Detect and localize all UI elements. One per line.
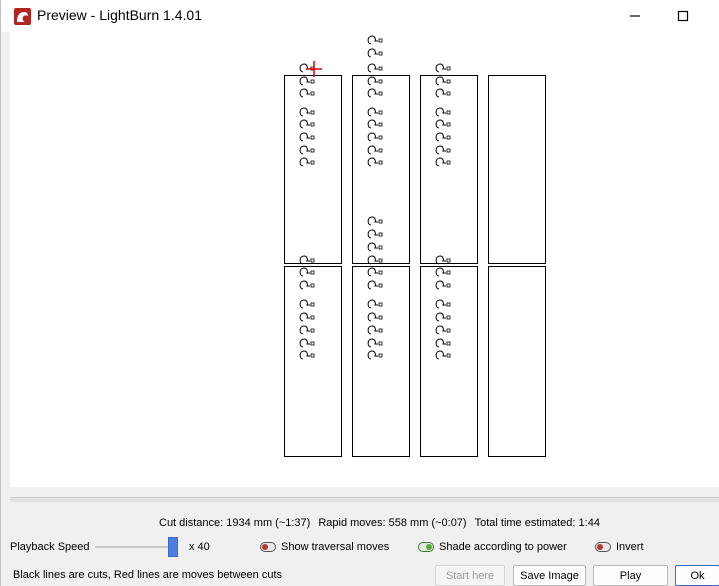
start-here-button[interactable]: Start here bbox=[435, 565, 505, 586]
col2-hook-18 bbox=[367, 312, 383, 322]
col2-hook-20 bbox=[367, 338, 383, 348]
col1-hook-14 bbox=[299, 325, 315, 335]
col3-hook-14 bbox=[435, 325, 451, 335]
col2-hook-13 bbox=[367, 242, 383, 252]
col2-hook-5 bbox=[367, 88, 383, 98]
legend-note: Black lines are cuts, Red lines are move… bbox=[13, 569, 283, 581]
col1-hook-9 bbox=[299, 255, 315, 265]
col3-hook-7 bbox=[435, 145, 451, 155]
col1-hook-1 bbox=[299, 63, 315, 73]
col3-hook-5 bbox=[435, 119, 451, 129]
col3-hook-1 bbox=[435, 63, 451, 73]
cut-panel-3-1 bbox=[420, 75, 478, 264]
col1-hook-4 bbox=[299, 107, 315, 117]
minimize-button[interactable] bbox=[625, 6, 645, 26]
col1-hook-6 bbox=[299, 132, 315, 142]
col2-hook-14 bbox=[367, 255, 383, 265]
playback-speed-slider[interactable] bbox=[95, 546, 177, 548]
col1-hook-7 bbox=[299, 145, 315, 155]
col2-hook-19 bbox=[367, 325, 383, 335]
col2-hook-11 bbox=[367, 216, 383, 226]
col3-hook-16 bbox=[435, 350, 451, 360]
col2-hook-4 bbox=[367, 76, 383, 86]
cut-panel-2-1 bbox=[352, 75, 410, 264]
shade-power-label: Shade according to power bbox=[439, 541, 567, 553]
cut-panel-4-1 bbox=[488, 75, 546, 264]
cut-panel-3-2 bbox=[420, 266, 478, 457]
cut-panel-4-2 bbox=[488, 266, 546, 457]
col2-hook-1 bbox=[367, 35, 383, 45]
invert-toggle[interactable] bbox=[595, 542, 611, 552]
col2-hook-9 bbox=[367, 145, 383, 155]
preview-canvas[interactable] bbox=[10, 32, 719, 487]
col1-hook-15 bbox=[299, 338, 315, 348]
col2-hook-6 bbox=[367, 107, 383, 117]
col2-hook-15 bbox=[367, 267, 383, 277]
col3-hook-9 bbox=[435, 255, 451, 265]
col3-hook-11 bbox=[435, 280, 451, 290]
col1-hook-16 bbox=[299, 350, 315, 360]
col3-hook-12 bbox=[435, 299, 451, 309]
invert-label: Invert bbox=[616, 541, 644, 553]
col1-hook-2 bbox=[299, 76, 315, 86]
col2-hook-2 bbox=[367, 48, 383, 58]
col2-hook-3 bbox=[367, 63, 383, 73]
col3-hook-3 bbox=[435, 88, 451, 98]
col2-hook-17 bbox=[367, 299, 383, 309]
playback-speed-handle[interactable] bbox=[168, 537, 178, 557]
shade-power-toggle[interactable] bbox=[418, 542, 434, 552]
col2-hook-8 bbox=[367, 132, 383, 142]
col3-hook-6 bbox=[435, 132, 451, 142]
col1-hook-3 bbox=[299, 88, 315, 98]
show-traversal-label: Show traversal moves bbox=[281, 541, 390, 553]
col2-hook-16 bbox=[367, 280, 383, 290]
maximize-icon bbox=[677, 10, 689, 22]
ok-button[interactable]: Ok bbox=[675, 565, 719, 586]
col3-hook-2 bbox=[435, 76, 451, 86]
col3-hook-4 bbox=[435, 107, 451, 117]
col1-hook-5 bbox=[299, 119, 315, 129]
col1-hook-10 bbox=[299, 267, 315, 277]
cut-panel-1-2 bbox=[284, 266, 342, 457]
col3-hook-10 bbox=[435, 267, 451, 277]
col3-hook-15 bbox=[435, 338, 451, 348]
splitter[interactable] bbox=[10, 497, 719, 502]
cut-panel-2-2 bbox=[352, 266, 410, 457]
lightburn-logo-icon bbox=[14, 8, 31, 25]
col3-hook-8 bbox=[435, 157, 451, 167]
col1-hook-12 bbox=[299, 299, 315, 309]
col1-hook-13 bbox=[299, 312, 315, 322]
col2-hook-21 bbox=[367, 350, 383, 360]
col3-hook-13 bbox=[435, 312, 451, 322]
col1-hook-11 bbox=[299, 280, 315, 290]
playback-speed-label: Playback Speed bbox=[10, 541, 90, 553]
cut-panel-1-1 bbox=[284, 75, 342, 264]
col2-hook-7 bbox=[367, 119, 383, 129]
cut-distance: Cut distance: 1934 mm (~1:37) bbox=[159, 517, 311, 529]
total-time: Total time estimated: 1:44 bbox=[474, 517, 600, 529]
play-button[interactable]: Play bbox=[593, 565, 668, 586]
col1-hook-8 bbox=[299, 157, 315, 167]
show-traversal-toggle[interactable] bbox=[260, 542, 276, 552]
cut-preview-drawing bbox=[284, 35, 546, 457]
rapid-moves: Rapid moves: 558 mm (~0:07) bbox=[318, 517, 467, 529]
traversal-marker bbox=[306, 61, 322, 77]
col2-hook-12 bbox=[367, 229, 383, 239]
save-image-button[interactable]: Save Image bbox=[513, 565, 586, 586]
col2-hook-10 bbox=[367, 157, 383, 167]
maximize-button[interactable] bbox=[673, 6, 693, 26]
minimize-icon bbox=[630, 15, 640, 17]
stats-bar: Cut distance: 1934 mm (~1:37) Rapid moves… bbox=[159, 517, 608, 529]
playback-multiplier: x 40 bbox=[189, 541, 210, 553]
title-bar[interactable]: Preview - LightBurn 1.4.01 bbox=[1, 0, 719, 32]
window-title: Preview - LightBurn 1.4.01 bbox=[37, 7, 202, 23]
